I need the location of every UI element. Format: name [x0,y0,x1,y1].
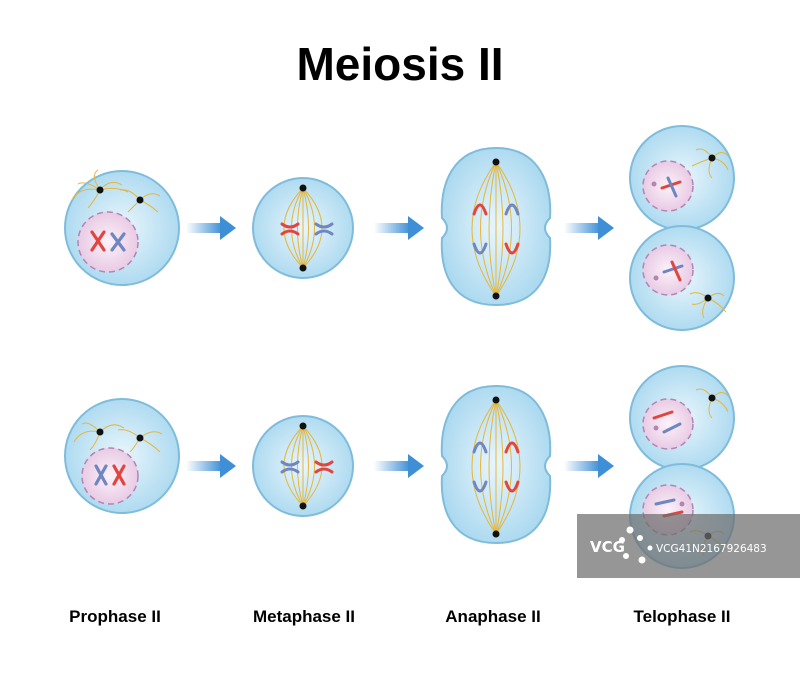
metaphase-cell-bottom [252,415,354,517]
centrosome [96,186,104,194]
centrosome [492,158,500,166]
centrosome [299,184,307,192]
centrosome [492,530,500,538]
prophase-cell-bottom [64,398,180,514]
chromosomes [90,230,126,252]
arrow-icon [374,454,424,478]
prophase-cell-top [64,169,180,286]
arrow-icon [186,454,236,478]
centrosome [708,154,716,162]
vcg-logo-icon [619,526,653,564]
arrows [186,216,614,478]
watermark-id: VCG41N2167926483 [656,543,767,555]
centrosome [136,196,144,204]
arrow-icon [186,216,236,240]
centrosome [96,428,104,436]
watermark: VCG VCG41N2167926483 [577,514,800,578]
centrosome [299,502,307,510]
anaphase-cell-bottom [440,384,552,545]
centrosome [299,422,307,430]
label-telophase: Telophase II [634,607,731,626]
watermark-brand: VCG [590,538,625,556]
nucleus [642,398,694,450]
centrosome [492,292,500,300]
nucleus [77,211,139,273]
metaphase-cell-top [252,177,354,279]
spindle-fibers [471,399,521,535]
label-metaphase: Metaphase II [253,607,355,626]
anaphase-cell-top [440,146,552,307]
centrosome [299,264,307,272]
centrosome [704,294,712,302]
page-title: Meiosis II [296,38,503,90]
centrosome [492,396,500,404]
label-prophase: Prophase II [69,607,161,626]
arrow-icon [374,216,424,240]
arrow-icon [564,454,614,478]
telophase-cell-top [629,125,735,331]
spindle-fibers [471,161,521,297]
label-anaphase: Anaphase II [445,607,540,626]
arrow-icon [564,216,614,240]
centrosome [708,394,716,402]
nucleus [81,447,139,505]
centrosome [136,434,144,442]
